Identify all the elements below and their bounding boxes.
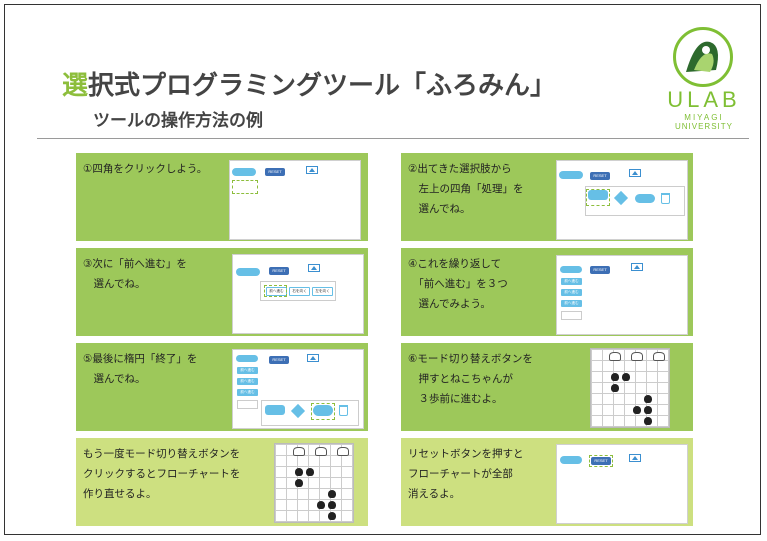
ghost-icon [337,447,349,456]
reset-button[interactable]: RESET [590,266,610,274]
mode-toggle-icon[interactable] [629,454,641,462]
start-oval [559,171,583,179]
process-option[interactable] [588,190,608,200]
logo-university-text: UNIVERSITY [674,122,733,131]
step-screenshot-4: RESET 前へ進む 前へ進む 前へ進む [556,255,688,335]
process-option-highlight [586,189,610,206]
page-subtitle: ツールの操作方法の例 [93,111,263,131]
reset-button[interactable]: RESET [269,267,289,275]
choice-turn-left[interactable]: 左を向く [312,287,333,296]
trash-icon[interactable] [339,405,348,416]
cat-icon [317,501,325,509]
step-panel-1: ①四角をクリックしよう。 RESET [76,153,368,241]
step-screenshot-8: RESET [556,444,688,524]
forward-block-2[interactable]: 前へ進む [237,378,258,385]
step-screenshot-3: RESET 前へ進む 右を向く 左を向く [232,254,364,334]
cat-grid [274,443,354,523]
step-text-5: ⑤最後に楕円「終了」を 選んでね。 [83,353,198,385]
ulab-logo: ULAB MIYAGI UNIVERSITY [667,27,741,132]
step-text-4: ④これを繰り返して 「前へ進む」を３つ 選んでみよう。 [408,258,508,310]
process-option[interactable] [265,405,285,415]
cat-icon [644,395,652,403]
step-panel-2: ②出てきた選択肢から 左上の四角「処理」を 選んでね。 RESET [401,153,693,241]
empty-box[interactable] [237,400,258,409]
forward-highlight [264,285,287,297]
reset-button[interactable]: RESET [590,172,610,180]
start-oval [236,355,258,362]
ghost-icon [315,447,327,456]
choice-turn-right[interactable]: 右を向く [289,287,310,296]
ghost-icon [653,352,665,361]
ghost-icon [631,352,643,361]
step-panel-5: ⑤最後に楕円「終了」を 選んでね。 RESET 前へ進む 前へ進む 前へ進む [76,343,368,431]
trash-icon[interactable] [661,193,670,204]
cat-icon [306,468,314,476]
cat-icon [328,501,336,509]
page-title: 選択式プログラミングツール「ふろみん」 [62,65,556,102]
step-screenshot-1: RESET [229,160,361,240]
forward-block-3[interactable]: 前へ進む [561,300,582,307]
step-panel-4: ④これを繰り返して 「前へ進む」を３つ 選んでみよう。 RESET 前へ進む 前… [401,248,693,336]
ghost-icon [609,352,621,361]
step-text-2: ②出てきた選択肢から 左上の四角「処理」を 選んでね。 [408,163,524,215]
mode-toggle-icon[interactable] [629,169,641,177]
start-oval [232,168,256,176]
step-text-8: リセットボタンを押すと フローチャートが全部 消えるよ。 [408,448,524,500]
cat-icon [633,406,641,414]
reset-button[interactable]: RESET [591,457,611,465]
end-option[interactable] [313,405,333,416]
cat-icon [644,417,652,425]
forward-block-2[interactable]: 前へ進む [561,289,582,296]
start-oval [560,266,582,273]
step-text-7: もう一度モード切り替えボタンを クリックするとフローチャートを 作り直せるよ。 [83,448,241,500]
start-oval [560,456,582,464]
empty-box[interactable] [561,311,582,320]
reset-button[interactable]: RESET [265,168,285,176]
cat-icon [611,373,619,381]
logo-ulab-text: ULAB [667,87,741,112]
reset-highlight [589,455,613,467]
mode-toggle-icon[interactable] [308,264,320,272]
step-screenshot-5: RESET 前へ進む 前へ進む 前へ進む [232,349,364,429]
ghost-icon [293,447,305,456]
header-divider [37,138,749,139]
end-option-highlight [311,403,335,420]
logo-miyagi-text: MIYAGI [684,113,724,122]
cat-icon [295,468,303,476]
end-option[interactable] [635,194,655,203]
cat-icon [295,479,303,487]
mode-toggle-icon[interactable] [631,263,643,271]
empty-box-highlight[interactable] [232,180,258,194]
step-panel-8: リセットボタンを押すと フローチャートが全部 消えるよ。 RESET [401,438,693,526]
forward-block-1[interactable]: 前へ進む [561,278,582,285]
reset-button[interactable]: RESET [269,356,289,364]
step-panel-7: もう一度モード切り替えボタンを クリックするとフローチャートを 作り直せるよ。 [76,438,368,526]
step-text-1: ①四角をクリックしよう。 [83,163,208,175]
title-rest: 択式プログラミングツール「ふろみん」 [88,71,557,101]
start-oval [236,268,260,276]
cat-icon [644,406,652,414]
slide: 選択式プログラミングツール「ふろみん」 ツールの操作方法の例 ULAB MIYA… [4,4,761,535]
cat-icon [328,490,336,498]
cat-icon [611,384,619,392]
cat-icon [328,512,336,520]
forward-block-3[interactable]: 前へ進む [237,389,258,396]
step-panel-6: ⑥モード切り替えボタンを 押すとねこちゃんが ３歩前に進むよ。 [401,343,693,431]
mode-toggle-icon[interactable] [307,354,319,362]
title-accent: 選 [62,71,89,101]
mode-toggle-icon[interactable] [306,166,318,174]
logo-emblem [673,27,733,87]
step-text-3: ③次に「前へ進む」を 選んでね。 [83,258,187,290]
cat-icon [622,373,630,381]
forward-block-1[interactable]: 前へ進む [237,367,258,374]
step-text-6: ⑥モード切り替えボタンを 押すとねこちゃんが ３歩前に進むよ。 [408,353,533,405]
step-screenshot-2: RESET [556,160,688,240]
cat-grid [590,348,670,428]
step-panel-3: ③次に「前へ進む」を 選んでね。 RESET 前へ進む 右を向く 左を向く [76,248,368,336]
